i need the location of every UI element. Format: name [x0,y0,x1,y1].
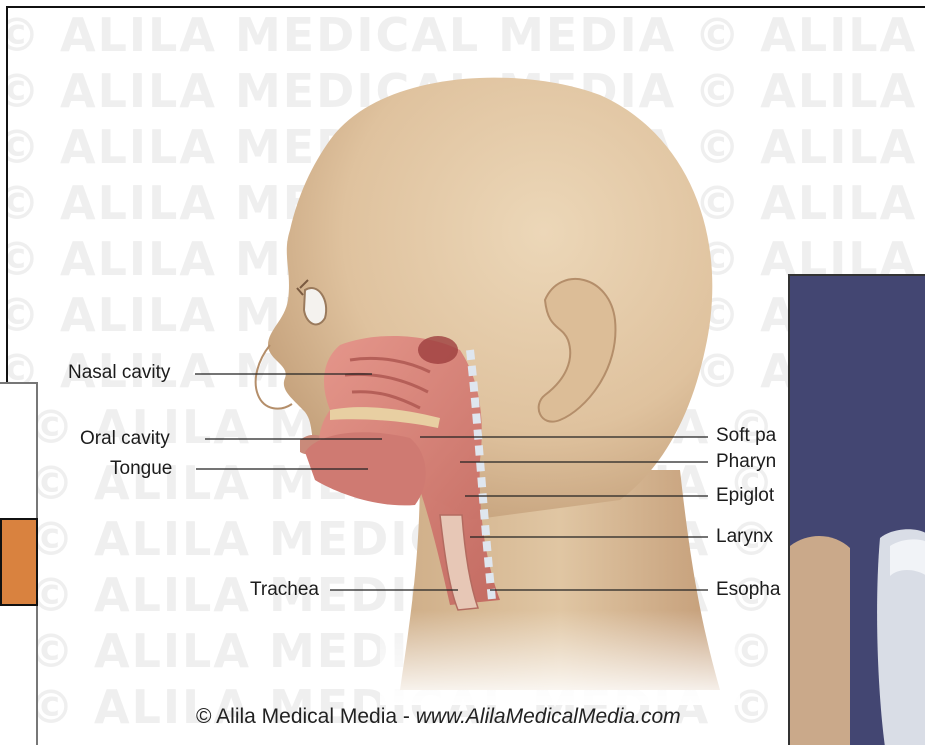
credit-prefix: © Alila Medical Media - [196,705,416,728]
label-soft-palate: Soft pa [716,425,776,447]
label-esophagus: Esopha [716,579,780,601]
copyright-credit: © Alila Medical Media - www.AlilaMedical… [196,705,681,729]
credit-url: www.AlilaMedicalMedia.com [416,705,681,728]
label-pharynx: Pharyn [716,451,776,473]
label-trachea: Trachea [250,579,319,601]
label-larynx: Larynx [716,526,773,548]
right-overlay-image [788,274,925,745]
sinus [418,336,458,364]
right-image-graphic [790,276,925,745]
pale-shape-left [790,536,850,745]
label-tongue: Tongue [110,458,172,480]
orange-tab[interactable] [0,518,38,606]
label-epiglottis: Epiglot [716,485,774,507]
label-oral-cavity: Oral cavity [80,428,170,450]
label-nasal-cavity: Nasal cavity [68,362,170,384]
